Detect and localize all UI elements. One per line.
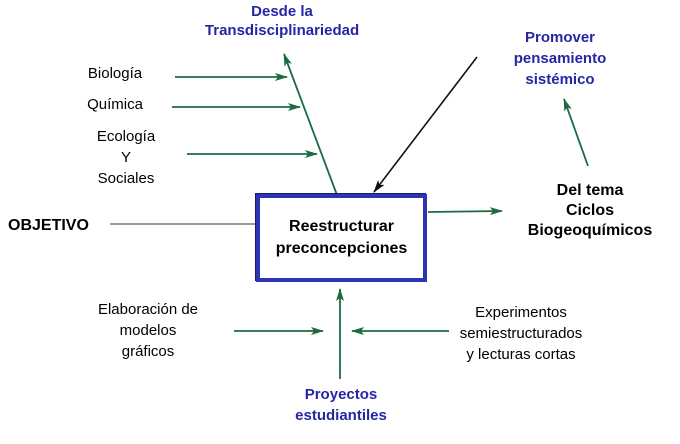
central-concept-box: Reestructurar preconcepciones bbox=[256, 194, 427, 282]
title-transdisciplinariedad: Desde la Transdisciplinariedad bbox=[204, 3, 360, 39]
label-experimentos: Experimentos semiestructurados y lectura… bbox=[459, 304, 583, 363]
label-ecologia-sociales: Ecología Y Sociales bbox=[96, 128, 156, 187]
label-elaboracion-modelos: Elaboración de modelos gráficos bbox=[97, 301, 199, 360]
arrow-transdisciplinariedad bbox=[283, 53, 338, 196]
arrow-box-to-tema bbox=[427, 207, 503, 216]
label-objetivo: OBJETIVO bbox=[8, 217, 89, 234]
label-del-tema-ciclos: Del tema Ciclos Biogeoquímicos bbox=[527, 182, 653, 239]
label-promover-pensamiento: Promover pensamiento sistémico bbox=[513, 29, 607, 88]
label-proyectos-estudiantiles: Proyectos estudiantiles bbox=[295, 386, 387, 424]
label-biologia: Biología bbox=[87, 65, 143, 82]
arrow-promover-to-box bbox=[373, 56, 478, 193]
label-quimica: Química bbox=[87, 96, 143, 113]
arrow-to-promover bbox=[563, 98, 589, 167]
